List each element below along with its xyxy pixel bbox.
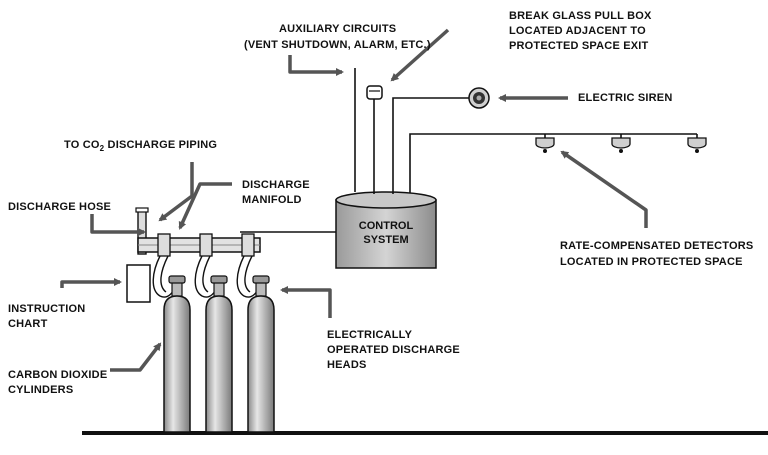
label-instruction-chart-1: INSTRUCTION <box>8 303 86 315</box>
label-co2-piping-suffix: DISCHARGE PIPING <box>104 139 218 151</box>
label-electric-siren: ELECTRIC SIREN <box>578 92 673 104</box>
co2-cylinder-2 <box>205 275 233 433</box>
label-co2-cylinders-1: CARBON DIOXIDE <box>8 369 108 381</box>
label-detectors-1: RATE-COMPENSATED DETECTORS <box>560 240 754 252</box>
pull-box <box>366 85 383 100</box>
arrow-hose <box>90 214 146 236</box>
label-discharge-hose: DISCHARGE HOSE <box>8 201 112 213</box>
control-system-box <box>335 191 437 269</box>
label-discharge-heads-1: ELECTRICALLY <box>327 329 413 341</box>
arrow-detectors <box>560 150 648 228</box>
arrow-cylinders <box>110 342 162 372</box>
electric-siren <box>468 87 490 109</box>
label-discharge-heads-2: OPERATED DISCHARGE <box>327 344 460 356</box>
label-co2-cylinders-2: CYLINDERS <box>8 384 74 396</box>
label-auxiliary-circuits-2: (VENT SHUTDOWN, ALARM, ETC.) <box>244 39 431 51</box>
label-discharge-manifold-2: MANIFOLD <box>242 194 302 206</box>
arrow-instruction <box>60 278 122 288</box>
instruction-chart-panel <box>126 264 151 303</box>
detector-1 <box>535 137 555 153</box>
arrow-auxiliary <box>288 55 344 76</box>
co2-cylinder-1 <box>163 275 191 433</box>
label-auxiliary-circuits-1: AUXILIARY CIRCUITS <box>279 23 397 35</box>
arrow-manifold <box>178 182 232 230</box>
label-co2-discharge-piping: TO CO2 DISCHARGE PIPING <box>64 138 217 156</box>
label-pull-box-1: BREAK GLASS PULL BOX <box>509 10 652 22</box>
control-system-label-1: CONTROL <box>358 220 414 232</box>
label-discharge-heads-3: HEADS <box>327 359 367 371</box>
discharge-manifold <box>137 233 261 257</box>
detector-3 <box>687 137 707 153</box>
detector-2 <box>611 137 631 153</box>
arrow-co2-piping <box>158 162 194 222</box>
label-pull-box-2: LOCATED ADJACENT TO <box>509 25 646 37</box>
control-wiring <box>240 68 698 233</box>
label-pull-box-3: PROTECTED SPACE EXIT <box>509 40 649 52</box>
label-co2-piping-prefix: TO CO <box>64 139 100 151</box>
label-detectors-2: LOCATED IN PROTECTED SPACE <box>560 256 743 268</box>
control-system-label-2: SYSTEM <box>363 234 409 246</box>
label-instruction-chart-2: CHART <box>8 318 48 330</box>
arrow-heads <box>280 286 332 318</box>
co2-cylinder-3 <box>247 275 275 433</box>
arrow-pullbox <box>390 28 450 82</box>
label-co2-piping-sub: 2 <box>99 144 105 154</box>
label-discharge-manifold-1: DISCHARGE <box>242 179 310 191</box>
